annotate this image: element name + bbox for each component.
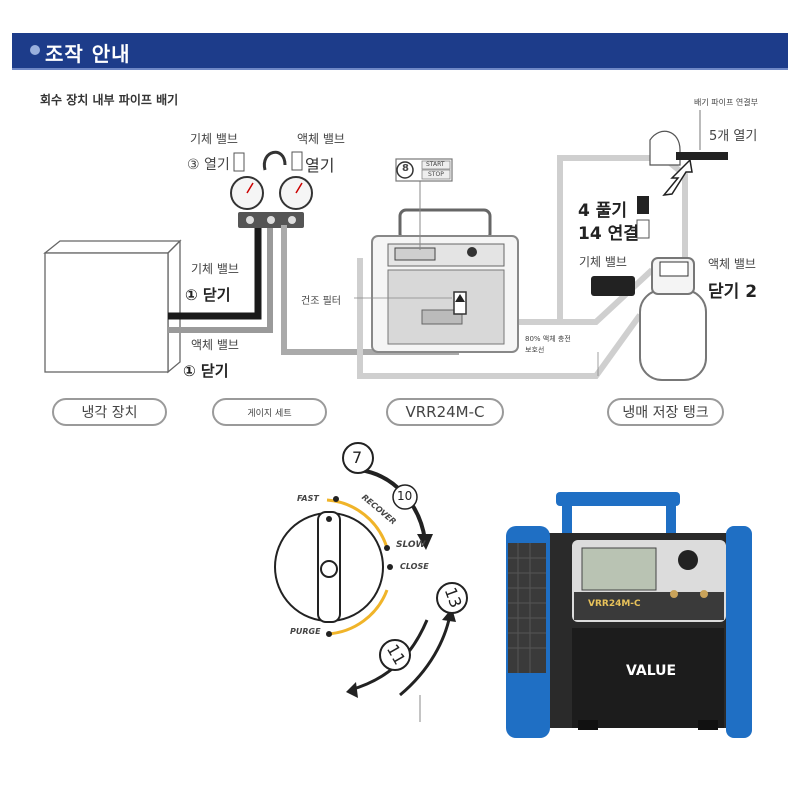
exhaust-connector-label: 배기 파이프 연결부 bbox=[694, 98, 758, 107]
refrigeration-unit-icon bbox=[43, 239, 182, 374]
gauge-manifold-icon bbox=[230, 150, 313, 228]
arrow-up-right-icon bbox=[662, 158, 693, 196]
tank-gas-valve-label: 기체 밸브 bbox=[579, 255, 627, 269]
gas-valve-left-label: 기체 밸브 bbox=[191, 262, 239, 276]
step8-label: 8 bbox=[402, 163, 409, 174]
liquid-valve-label: 액체 밸브 bbox=[297, 132, 345, 146]
charge-line-label-2: 보호선 bbox=[525, 346, 545, 354]
step7-label: 7 bbox=[352, 448, 363, 467]
charge-line-label-1: 80% 액체 충전 bbox=[525, 335, 571, 343]
refrigeration-unit-pill: 냉각 장치 bbox=[52, 398, 167, 426]
step1-close-gas-label: ① 닫기 bbox=[185, 286, 231, 304]
step4-loosen-label: 4 풀기 bbox=[578, 201, 628, 221]
step2-label: ② bbox=[577, 279, 589, 294]
step10-label: 10 bbox=[397, 489, 413, 503]
page-title: 조작 안내 bbox=[45, 42, 131, 66]
dry-filter-label: 건조 필터 bbox=[301, 296, 341, 307]
speed-dial-icon bbox=[274, 496, 393, 637]
exhaust-pipe bbox=[557, 155, 664, 325]
step5-open-label: 5개 열기 bbox=[709, 129, 758, 144]
device-model-text: VRR24M-C bbox=[588, 599, 641, 609]
stop-label: STOP bbox=[428, 171, 444, 178]
gas-line-pipe bbox=[168, 225, 262, 320]
gas-valve-label: 기체 밸브 bbox=[190, 132, 238, 146]
start-label: START bbox=[426, 161, 445, 168]
device-brand-text: VALUE bbox=[626, 663, 676, 679]
step3-open-label: ③ 열기 bbox=[187, 157, 230, 173]
banner-bullet-icon bbox=[30, 45, 40, 55]
exhaust-connector-icon bbox=[649, 110, 728, 166]
section-title: 회수 장치 내부 파이프 배기 bbox=[40, 93, 179, 107]
tank-liquid-valve-label: 액체 밸브 bbox=[708, 257, 756, 271]
refrigerant-tank-icon bbox=[591, 257, 707, 381]
step1-close-liquid-label: ① 닫기 bbox=[183, 362, 229, 380]
open-liquid-label: 열기 bbox=[305, 156, 335, 175]
dial-purge-label: PURGE bbox=[290, 627, 321, 636]
bottom-loop-pipe bbox=[357, 258, 643, 379]
arrow-up-right-return-icon bbox=[399, 614, 452, 697]
tank-pill: 냉매 저장 탱크 bbox=[607, 398, 724, 426]
gauge-set-pill: 게이지 세트 bbox=[212, 398, 327, 426]
recovery-machine-icon bbox=[371, 208, 519, 353]
dial-fast-label: FAST bbox=[297, 494, 319, 503]
start-stop-switch-icon bbox=[395, 158, 453, 182]
step14-connect-label: 14 연결 bbox=[578, 224, 639, 244]
liquid-valve-left-label: 액체 밸브 bbox=[191, 338, 239, 352]
dial-close-label: CLOSE bbox=[400, 562, 429, 571]
dial-slow-label: SLOW bbox=[396, 540, 426, 550]
close2-label: 닫기 2 bbox=[708, 282, 758, 302]
model-pill: VRR24M-C bbox=[386, 398, 504, 426]
recovery-machine-photo: VRR24M-C VALUE bbox=[506, 492, 752, 738]
header-banner: 조작 안내 bbox=[12, 33, 788, 70]
liquid-line-pipe bbox=[168, 225, 273, 333]
